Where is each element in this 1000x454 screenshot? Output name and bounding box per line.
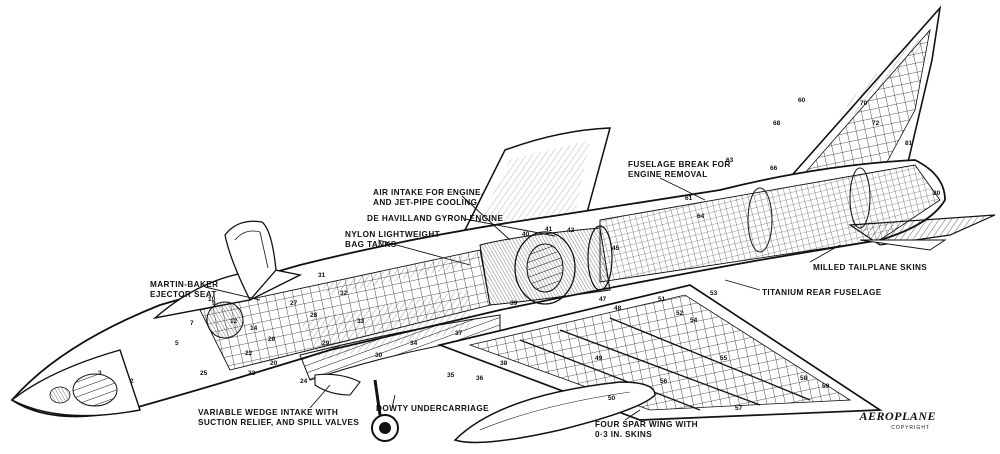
cockpit-canopy [152,220,303,339]
nylon-tanks-label-line1: NYLON LIGHTWEIGHT [345,230,441,239]
callout-number: 35 [447,372,455,379]
callout-number: 64 [697,213,705,220]
callout-number: 3 [98,370,102,377]
callout-number: 52 [676,310,684,317]
wing-label-line1: FOUR SPAR WING WITH [595,420,698,429]
callout-number: 50 [608,395,616,402]
callout-number: 25 [200,370,208,377]
titanium-rear-label: TITANIUM REAR FUSELAGE [762,288,882,297]
callout-number: 45 [612,245,620,252]
callout-number: 27 [290,300,298,307]
air-intake-label: AIR INTAKE FOR ENGINE, AND JET-PIPE COOL… [373,188,484,207]
callout-number: 39 [510,300,518,307]
callout-number: 70 [860,100,868,107]
callout-number: 36 [476,375,484,382]
aeroplane-logo: AEROPLANE [859,409,936,423]
callout-number: 38 [500,360,508,367]
callout-number: 12 [230,318,238,325]
callout-number: 72 [872,120,880,127]
upper-fuselage-shading [320,252,480,295]
fuselage-break-label-line1: FUSELAGE BREAK FOR [628,160,731,169]
fuselage-break-label-line2: ENGINE REMOVAL [628,169,708,179]
nylon-tanks-label: NYLON LIGHTWEIGHT BAG TANKS [345,230,440,249]
wedge-intake-label: VARIABLE WEDGE INTAKE WITH SUCTION RELIE… [198,408,359,427]
callout-number: 10 [208,296,216,303]
callout-number: 22 [245,350,253,357]
ejector-seat-label: MARTIN-BAKER EJECTOR SEAT [150,280,218,299]
air-intake-label-line2: AND JET-PIPE COOLING [373,197,478,207]
callout-number: 61 [685,195,693,202]
vertical-fin [768,5,942,201]
callout-number: 7 [190,320,194,327]
wing-label-line2: 0·3 IN. SKINS [595,429,653,439]
callout-number: 40 [522,231,530,238]
callout-number: 41 [545,226,553,233]
callout-number: 56 [660,378,668,385]
callout-number: 49 [595,355,603,362]
callout-number: 68 [773,120,781,127]
wedge-intake-label-line2: SUCTION RELIEF, AND SPILL VALVES [198,417,360,427]
callout-number: 20 [270,360,278,367]
callout-number: 37 [455,330,463,337]
callout-number: 23 [248,370,256,377]
callout-number: 24 [300,378,308,385]
fuselage-break-label: FUSELAGE BREAK FOR ENGINE REMOVAL [628,160,731,179]
callout-number: 59 [822,383,830,390]
milled-tailplane-label: MILLED TAILPLANE SKINS [813,263,928,272]
near-wing [437,284,883,421]
callout-number: 48 [614,305,622,312]
tailplane [848,214,996,251]
callout-number: 63 [726,157,734,164]
callout-number: 81 [905,140,913,147]
callout-number: 53 [710,290,718,297]
callout-number: 47 [599,296,607,303]
callout-number: 54 [690,317,698,324]
callout-number: 9 [212,300,216,307]
callout-number: 58 [800,375,808,382]
fuselage [10,159,946,418]
aeroplane-logo-subtitle: COPYRIGHT [891,425,930,431]
callout-number: 28 [310,312,318,319]
callout-number: 2 [130,378,134,385]
callout-number: 33 [357,318,365,325]
wedge-intake-label-line1: VARIABLE WEDGE INTAKE WITH [198,408,339,417]
callout-number: 66 [770,165,778,172]
nose-section [10,349,141,417]
callout-number: 42 [567,227,575,234]
drop-tank [453,381,656,444]
callout-number: 34 [410,340,418,347]
callout-number: 80 [933,190,941,197]
callout-number: 29 [322,340,330,347]
gyron-engine-label: DE HAVILLAND GYRON ENGINE [367,214,504,223]
callout-number: 55 [720,355,728,362]
callout-number: 5 [175,340,179,347]
callout-number: 32 [340,290,348,297]
callout-number: 30 [375,352,383,359]
wing-label: FOUR SPAR WING WITH 0·3 IN. SKINS [595,420,698,439]
undercarriage-label: DOWTY UNDERCARRIAGE [376,404,489,413]
callout-number: 14 [250,325,258,332]
callout-number: 57 [735,405,743,412]
ejector-seat-label-line1: MARTIN-BAKER [150,280,219,289]
callout-number: 51 [658,296,666,303]
nylon-tanks-label-line2: BAG TANKS [345,239,397,249]
air-intake-label-line1: AIR INTAKE FOR ENGINE, [373,188,484,197]
ejector-seat-label-line2: EJECTOR SEAT [150,289,217,299]
callout-number: 26 [268,336,276,343]
callout-number: 31 [318,272,326,279]
callout-number: 60 [798,97,806,104]
